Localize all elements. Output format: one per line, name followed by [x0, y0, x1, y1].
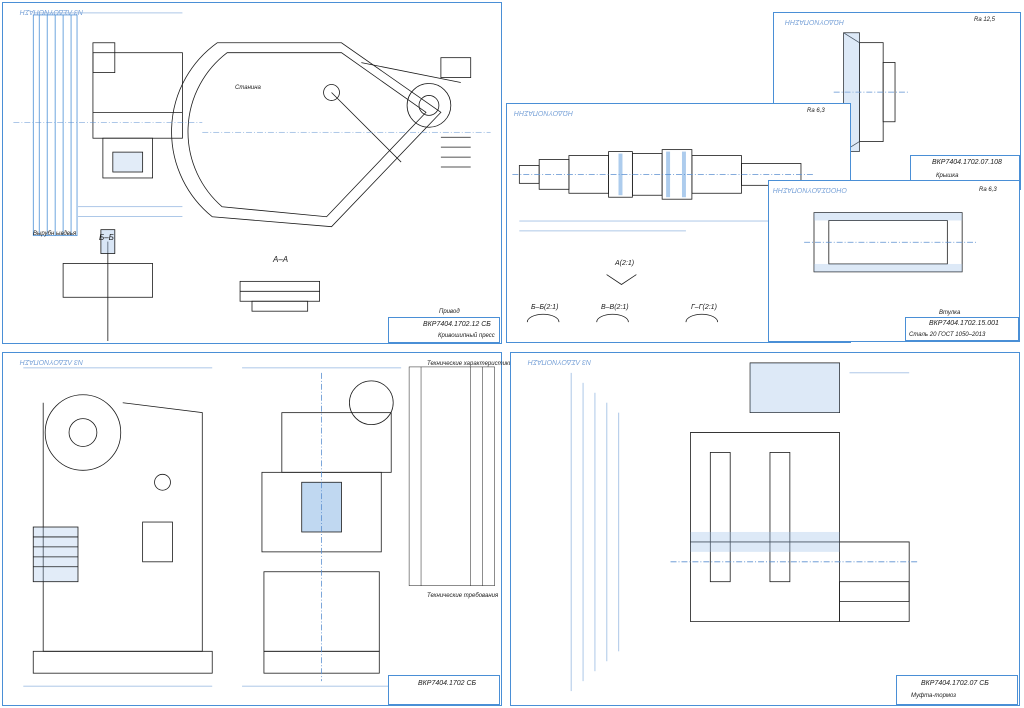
- rotated-stamp: Ν3 ΛΣΔΟΥΝΟΠΑΣΗ: [19, 8, 83, 15]
- label-frame: Станина: [235, 85, 261, 91]
- drawing-title: Муфта-тормоз: [911, 693, 957, 699]
- sheet-section-view: ВКР7404.1702.07 СБ Муфта-тормоз Ν3 ΛΣΔΟΥ…: [510, 352, 1020, 706]
- title-block: [896, 675, 1018, 705]
- drawing-sleeve: [804, 212, 977, 273]
- drawing-title: Втулка: [939, 310, 961, 316]
- drawing-code: ВКР7404.1702.12 СБ: [423, 321, 491, 328]
- drawing-code: ВКР7404.1702 СБ: [418, 680, 477, 687]
- rotated-stamp: ΗΩΔΟΥΝΟΠΑΣΗΗ: [514, 109, 573, 116]
- title-block: [388, 317, 500, 343]
- drawing-shaft: [512, 149, 815, 323]
- drawing-code: ВКР7404.1702.15.001: [929, 320, 999, 327]
- material-label: Сталь 20 ГОСТ 1050–2013: [909, 332, 986, 338]
- drawing-assembly-top: [13, 12, 491, 342]
- section-label-bb: Б–Б(2:1): [531, 304, 559, 311]
- label-die: Вырубн ывдвья: [33, 231, 77, 237]
- drawing-section-view: [570, 362, 920, 692]
- section-label-gg: Г–Г(2:1): [691, 304, 717, 311]
- roughness-mark: Ra 6,3: [807, 108, 825, 114]
- roughness-mark: Ra 6,3: [979, 187, 997, 193]
- drawing-code: ВКР7404.1702.07.108: [932, 159, 1002, 166]
- section-label-vv: В–В(2:1): [601, 304, 629, 311]
- section-label-bb: Б–Б: [99, 233, 114, 242]
- rotated-stamp: ΟΗΟΩΣΔΟΥΝΟΠΑΣΗΗ: [772, 186, 847, 193]
- drawing-general-view: [23, 366, 495, 687]
- drawing-code: ВКР7404.1702.07 СБ: [921, 680, 989, 687]
- sheet-assembly-top: ВКР7404.1702.12 СБ Кривошипный пресс Ста…: [2, 2, 502, 344]
- drawing-title: Кривошипный пресс: [438, 333, 495, 339]
- rotated-stamp: Ν3 ΛΣΔΟΥΝΟΠΑΣΗ: [527, 358, 591, 365]
- section-label-aa: А–А: [273, 255, 289, 264]
- sheet-general-view: Технические характеристики Технические т…: [2, 352, 512, 706]
- title-block: [905, 317, 1019, 341]
- title-block: [388, 675, 500, 705]
- tech-requirements-title: Технические требования: [427, 593, 499, 599]
- sheet-sleeve: Ra 6,3 ВКР7404.1702.15.001 Втулка Сталь …: [768, 180, 1020, 342]
- section-label-a: А(2:1): [615, 260, 635, 267]
- label-drive: Привод: [439, 309, 460, 315]
- rotated-stamp: ΗΩΔΟΥΝΟΠΑΣΗΗ: [785, 18, 844, 25]
- drawing-title: Крышка: [936, 173, 959, 179]
- roughness-mark: Ra 12,5: [974, 17, 996, 23]
- table-title: Технические характеристики: [427, 361, 513, 367]
- rotated-stamp: Ν3 ΛΣΔΟΥΝΟΠΑΣΗ: [19, 358, 83, 365]
